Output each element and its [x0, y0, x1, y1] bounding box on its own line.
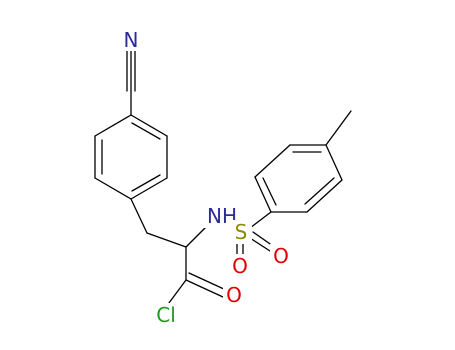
bond-ring1-a: [130, 114, 168, 137]
atom-sulfur: S: [235, 220, 248, 244]
bond-ring2-f-inner: [262, 177, 277, 206]
bond-ring2-b: [306, 179, 343, 213]
bond-ring1-d: [94, 177, 132, 200]
bond-s-ring: [249, 211, 272, 229]
bond-ring1-a-inner: [131, 122, 161, 140]
bond-ring2-e: [254, 144, 291, 178]
atom-chlorine: Cl: [156, 303, 176, 327]
bond-ring1-c: [130, 177, 168, 200]
atom-labels: N NH S O O O Cl: [120, 28, 292, 327]
bond-ring-methyl: [325, 110, 352, 146]
atom-nitrile-n: N: [124, 28, 139, 52]
bond-carbonyl-o-1: [185, 279, 224, 298]
bond-ring2-f: [254, 176, 272, 213]
bond-ring1-f: [94, 114, 132, 137]
bond-ring2-c: [325, 144, 343, 181]
atom-carbonyl-o: O: [226, 283, 242, 307]
bond-ch2-ch: [146, 232, 187, 248]
bond-carbonyl-o-2: [188, 272, 227, 291]
bond-ring2-b-inner: [304, 177, 335, 205]
bond-carbonyl-cl: [165, 279, 187, 308]
bond-s-o2-1: [249, 237, 271, 252]
bond-lines: [94, 49, 352, 308]
bond-ring1-c-inner: [131, 174, 161, 192]
bond-ch-nh: [185, 224, 209, 248]
atom-sulfonyl-o1: O: [232, 254, 248, 278]
bond-ring-ch2: [130, 198, 148, 234]
atom-sulfonyl-o2: O: [273, 244, 289, 268]
bond-s-o2-2: [252, 231, 274, 247]
